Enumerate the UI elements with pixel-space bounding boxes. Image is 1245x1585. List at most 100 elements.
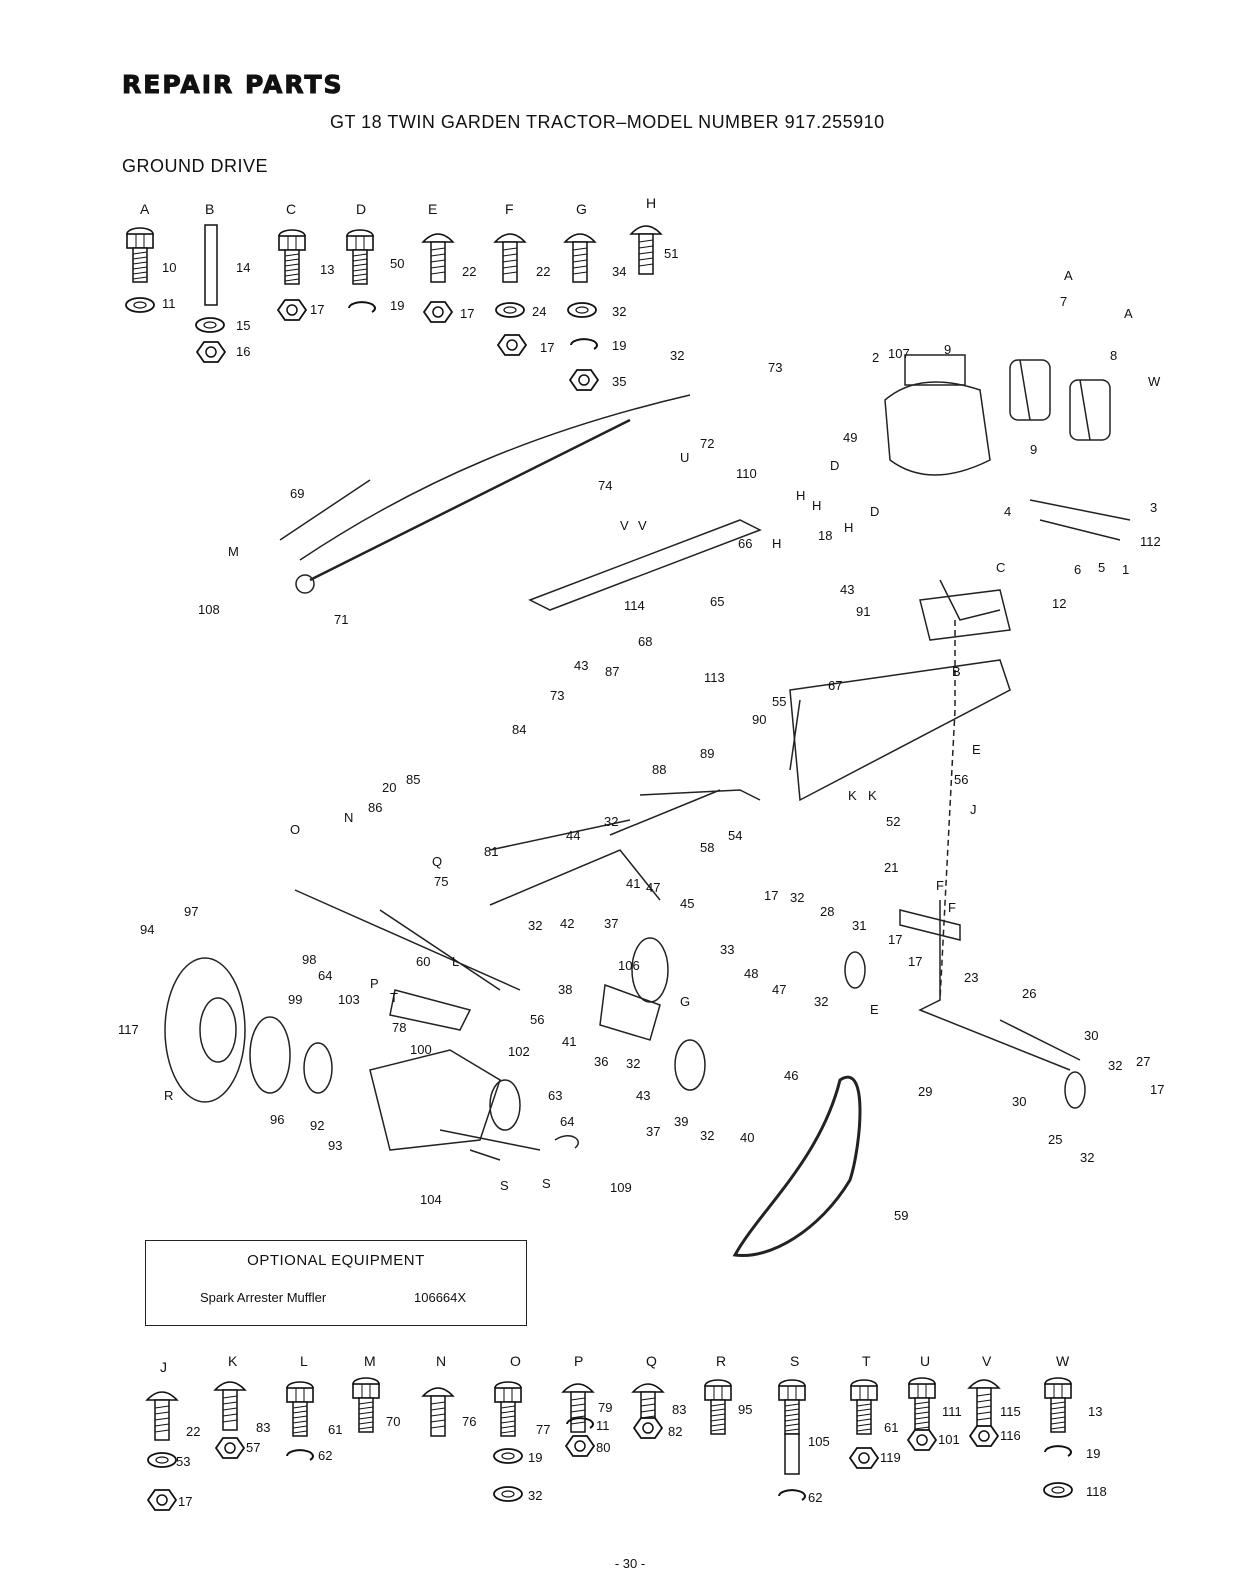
callout: 108 xyxy=(198,602,220,617)
callout: 37 xyxy=(646,1124,660,1139)
hw-letter-d: D xyxy=(356,201,366,217)
part-number: 32 xyxy=(612,304,626,319)
hw-letter-w: W xyxy=(1056,1353,1070,1369)
ref-letter: K xyxy=(868,788,877,803)
callout: 69 xyxy=(290,486,304,501)
part-number: 13 xyxy=(320,262,334,277)
ref-letter: W xyxy=(1148,374,1161,389)
callout: 17 xyxy=(764,888,778,903)
part-number: 83 xyxy=(256,1420,270,1435)
washer-icon xyxy=(567,302,597,318)
hw-letter-e: E xyxy=(428,201,437,217)
callout: 2 xyxy=(872,350,879,365)
bolt-icon xyxy=(346,229,374,285)
callout: 103 xyxy=(338,992,360,1007)
ref-letter: R xyxy=(164,1088,173,1103)
ref-letter: V xyxy=(638,518,647,533)
part-number: 95 xyxy=(738,1402,752,1417)
ref-letter: H xyxy=(844,520,853,535)
callout: 27 xyxy=(1136,1054,1150,1069)
callout: 59 xyxy=(894,1208,908,1223)
callout: 117 xyxy=(118,1022,139,1037)
nut-icon xyxy=(497,334,527,356)
ref-letter: F xyxy=(936,878,944,893)
callout: 20 xyxy=(382,780,396,795)
washer-icon xyxy=(495,302,525,318)
callout: 90 xyxy=(752,712,766,727)
callout: 73 xyxy=(768,360,782,375)
callout: 28 xyxy=(820,904,834,919)
bolt-icon xyxy=(908,1377,936,1433)
bolt-icon xyxy=(126,227,154,283)
part-number: 19 xyxy=(1086,1446,1100,1461)
callout: 104 xyxy=(420,1192,442,1207)
callout: 1 xyxy=(1122,562,1129,577)
callout: 55 xyxy=(772,694,786,709)
part-number: 50 xyxy=(390,256,404,271)
callout: 32 xyxy=(814,994,828,1009)
ref-letter: H xyxy=(796,488,805,503)
nut-icon xyxy=(423,301,453,323)
part-number: 79 xyxy=(598,1400,612,1415)
callout: 43 xyxy=(840,582,854,597)
washer-icon xyxy=(493,1486,523,1502)
hw-letter-f: F xyxy=(505,201,514,217)
callout: 75 xyxy=(434,874,448,889)
callout: 67 xyxy=(828,678,842,693)
ref-letter: S xyxy=(542,1176,551,1191)
callout: 32 xyxy=(1108,1058,1122,1073)
part-number: 61 xyxy=(328,1422,342,1437)
washer-icon xyxy=(493,1448,523,1464)
callout: 85 xyxy=(406,772,420,787)
callout: 98 xyxy=(302,952,316,967)
hardware-row-top: A B C D E F G H 10 11 14 15 16 13 17 50 xyxy=(125,195,678,391)
callout: 48 xyxy=(744,966,758,981)
part-number: 14 xyxy=(236,260,250,275)
callout: 37 xyxy=(604,916,618,931)
callout: 89 xyxy=(700,746,714,761)
callout: 63 xyxy=(548,1088,562,1103)
callout: 64 xyxy=(560,1114,574,1129)
callout: 32 xyxy=(790,890,804,905)
callout: 86 xyxy=(368,800,382,815)
callout: 72 xyxy=(700,436,714,451)
ref-letter: E xyxy=(972,742,981,757)
section-title: GROUND DRIVE xyxy=(122,156,269,176)
part-number: 116 xyxy=(1000,1428,1021,1443)
callout: 32 xyxy=(626,1056,640,1071)
part-number: 119 xyxy=(880,1450,901,1465)
hw-letter-t: T xyxy=(862,1353,871,1369)
ref-letter: P xyxy=(370,976,379,991)
callout: 92 xyxy=(310,1118,324,1133)
callout: 32 xyxy=(670,348,684,363)
bolt-icon xyxy=(278,229,306,285)
lock-washer-icon xyxy=(286,1449,314,1461)
callout: 3 xyxy=(1150,500,1157,515)
ref-letter: E xyxy=(870,1002,879,1017)
part-number: 51 xyxy=(664,246,678,261)
carriage-bolt-icon xyxy=(564,233,596,283)
ref-letter: B xyxy=(952,664,961,679)
part-number: 17 xyxy=(540,340,554,355)
ref-letter: J xyxy=(970,802,977,817)
hw-letter-s: S xyxy=(790,1353,799,1369)
hw-letter-l: L xyxy=(300,1353,308,1369)
callout: 54 xyxy=(728,828,742,843)
callout: 40 xyxy=(740,1130,754,1145)
ref-letter: A xyxy=(1064,268,1073,283)
optional-equipment-title: OPTIONAL EQUIPMENT xyxy=(247,1252,425,1269)
callout: 84 xyxy=(512,722,526,737)
callout: 114 xyxy=(624,598,645,613)
part-number: 118 xyxy=(1086,1484,1107,1499)
callout: 4 xyxy=(1004,504,1011,519)
callout: 94 xyxy=(140,922,154,937)
callout: 109 xyxy=(610,1180,632,1195)
hw-letter-n: N xyxy=(436,1353,446,1369)
part-number: 62 xyxy=(318,1448,332,1463)
lock-washer-icon xyxy=(1044,1445,1072,1457)
part-number: 24 xyxy=(532,304,546,319)
callout: 106 xyxy=(618,958,640,973)
callout: 47 xyxy=(772,982,786,997)
page-title: GT 18 TWIN GARDEN TRACTOR–MODEL NUMBER 9… xyxy=(330,112,885,132)
